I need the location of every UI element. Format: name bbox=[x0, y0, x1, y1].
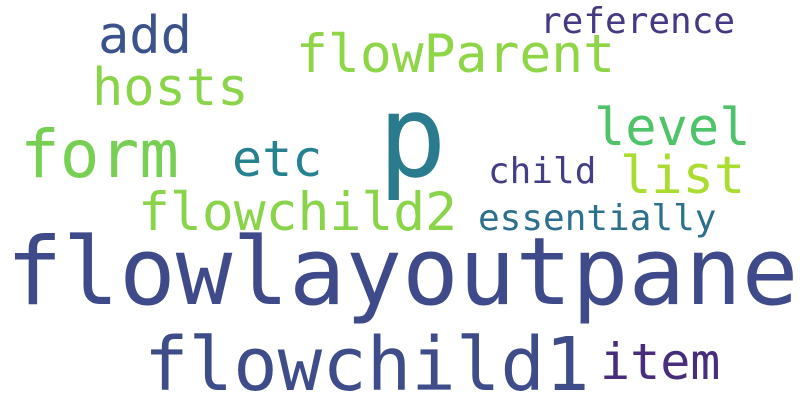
word-add: add bbox=[98, 6, 192, 66]
word-child: child bbox=[488, 151, 597, 192]
word-p: p bbox=[378, 70, 447, 203]
word-essentially: essentially bbox=[478, 198, 717, 239]
word-flowlayoutpanel: flowlayoutpanel bbox=[6, 218, 800, 327]
word-level: level bbox=[594, 98, 751, 158]
word-item: item bbox=[600, 333, 721, 391]
word-reference: reference bbox=[540, 1, 736, 42]
word-flowchild2: flowchild2 bbox=[138, 182, 458, 243]
word-flowparent: flowParent bbox=[296, 24, 616, 85]
word-flowchild1: flowchild1 bbox=[144, 322, 590, 400]
word-form: form bbox=[20, 116, 179, 193]
word-list: list bbox=[620, 146, 746, 206]
word-etc: etc bbox=[232, 130, 323, 188]
word-hosts: hosts bbox=[92, 58, 249, 118]
